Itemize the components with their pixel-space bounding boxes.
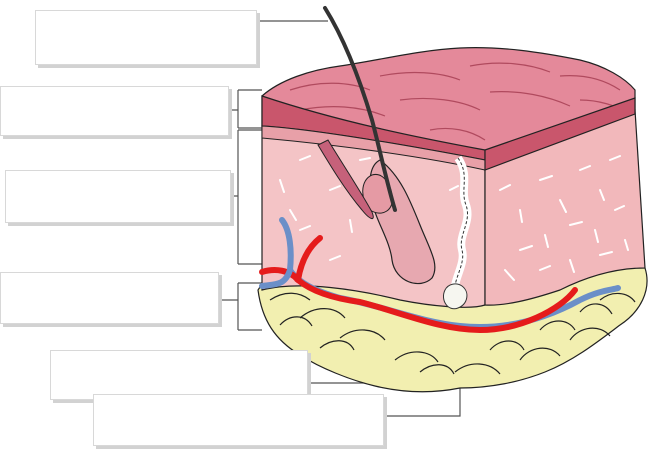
label-box-sweat-gland[interactable] xyxy=(93,394,384,446)
label-box-fat-tissue[interactable] xyxy=(50,350,308,400)
label-box-epidermis[interactable] xyxy=(0,86,229,136)
label-box-dermis[interactable] xyxy=(5,170,231,223)
label-box-hypodermis[interactable] xyxy=(0,272,219,324)
label-box-hair[interactable] xyxy=(35,10,257,65)
sweat-gland-coil xyxy=(443,284,466,309)
